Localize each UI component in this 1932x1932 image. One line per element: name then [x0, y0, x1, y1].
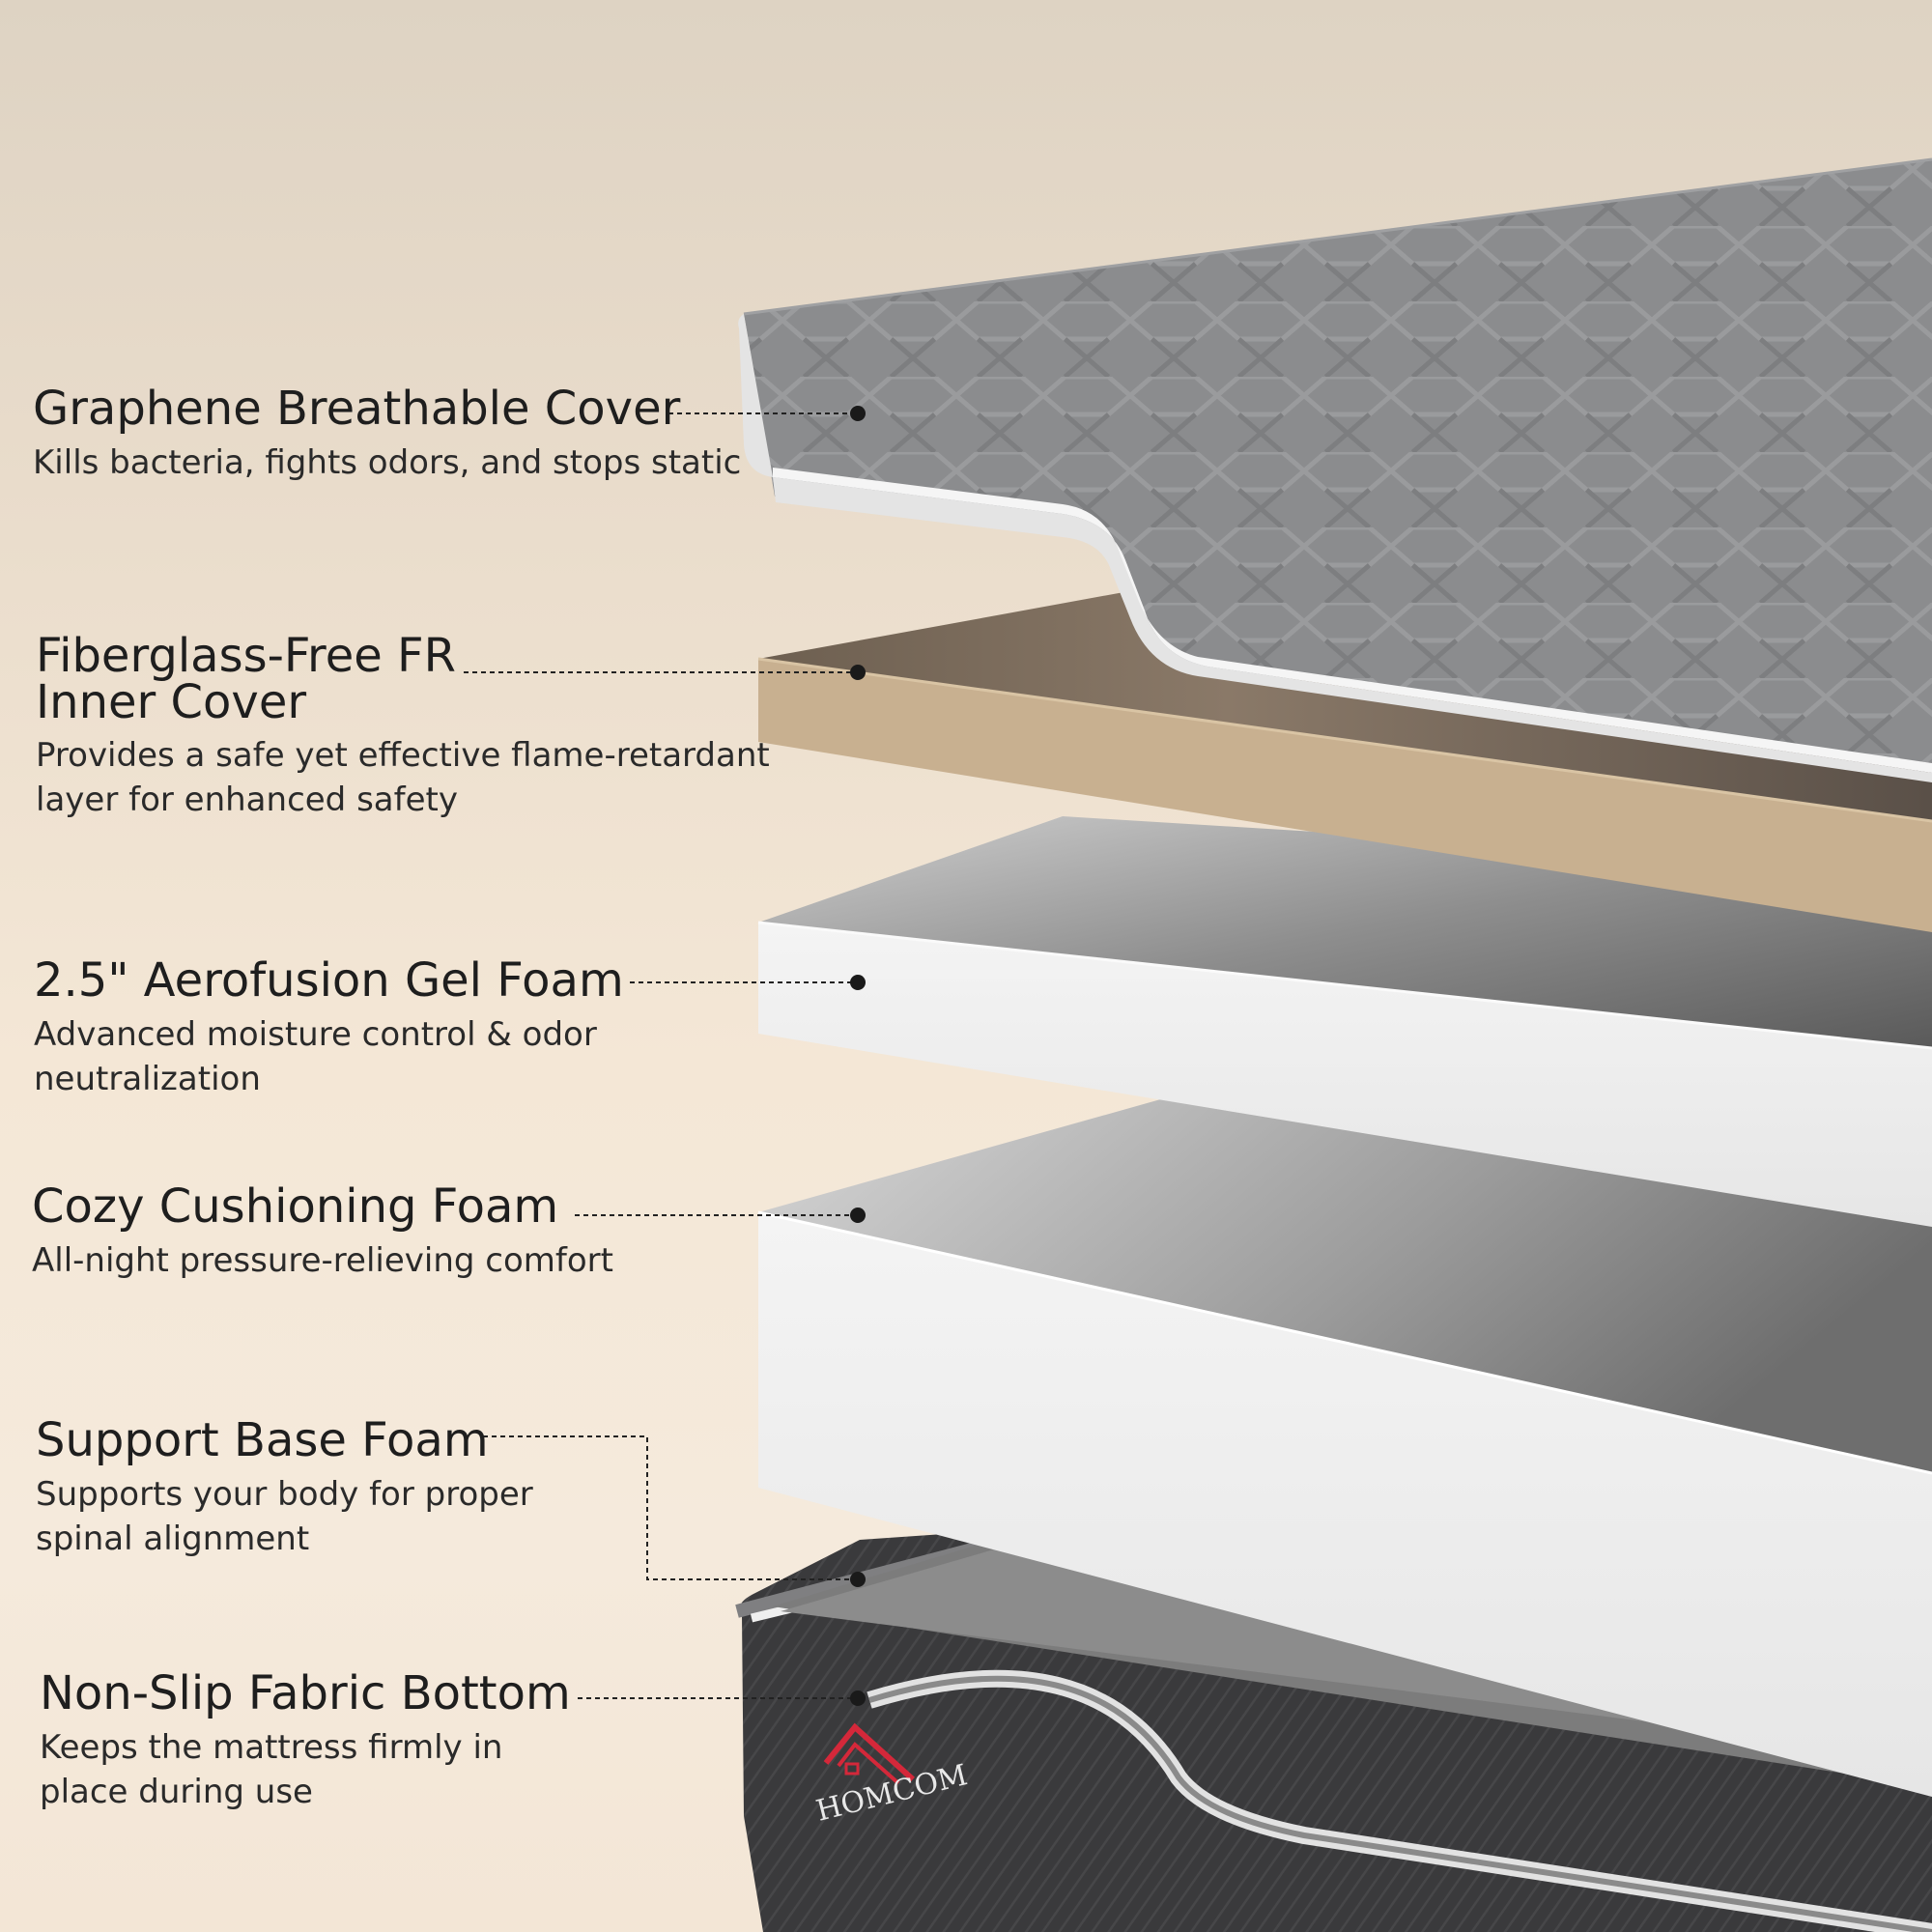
dot-graphene [850, 406, 866, 421]
dot-non-slip [850, 1690, 866, 1706]
layer-description: Keeps the mattress firmly in place durin… [40, 1728, 503, 1811]
dot-cushioning [850, 1208, 866, 1223]
callout-non-slip-bottom: Non-Slip Fabric Bottom Keeps the mattres… [40, 1669, 581, 1814]
layer-description: Supports your body for proper spinal ali… [36, 1475, 533, 1558]
layer-description: All-night pressure-relieving comfort [32, 1241, 613, 1280]
cozy-cushioning-foam-layer [757, 1092, 1932, 1797]
leader-support-base [483, 1435, 858, 1580]
layer-title: Support Base Foam [36, 1413, 489, 1467]
dot-fr-inner [850, 665, 866, 680]
callout-graphene-cover: Graphene Breathable Cover Kills bacteria… [33, 384, 767, 485]
layer-title: Non-Slip Fabric Bottom [40, 1666, 571, 1720]
layer-title: Cozy Cushioning Foam [32, 1179, 559, 1234]
layer-title: 2.5" Aerofusion Gel Foam [34, 953, 624, 1008]
dot-support-base [850, 1572, 866, 1587]
dot-gel-foam [850, 975, 866, 990]
callout-support-base-foam: Support Base Foam Supports your body for… [36, 1416, 577, 1561]
callout-gel-foam: 2.5" Aerofusion Gel Foam Advanced moistu… [34, 956, 768, 1101]
callout-dots [850, 406, 866, 1706]
callout-cushioning-foam: Cozy Cushioning Foam All-night pressure-… [32, 1182, 766, 1283]
callout-fr-inner-cover: Fiberglass-Free FR Inner Cover Provides … [36, 633, 770, 822]
graphene-breathable-cover-layer [738, 157, 1932, 782]
layer-description: Provides a safe yet effective flame-reta… [36, 736, 770, 819]
layer-description: Advanced moisture control & odor neutral… [34, 1015, 597, 1098]
layer-title: Fiberglass-Free FR Inner Cover [36, 629, 456, 729]
callout-leaders [464, 412, 858, 1699]
layer-title: Graphene Breathable Cover [33, 382, 681, 436]
layer-description: Kills bacteria, fights odors, and stops … [33, 443, 742, 482]
